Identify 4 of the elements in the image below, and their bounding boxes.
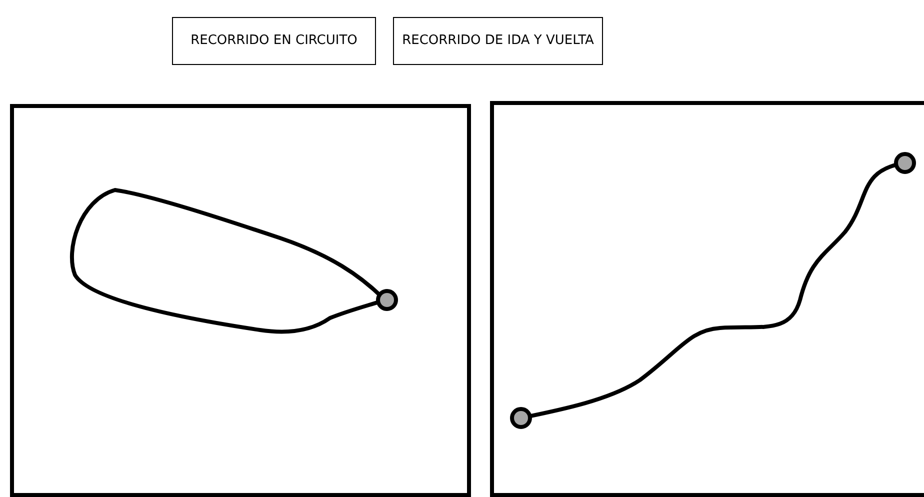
panel-frame — [490, 101, 924, 497]
panel-frame — [10, 104, 471, 497]
title-box: RECORRIDO EN CIRCUITO — [172, 17, 376, 65]
title-box: RECORRIDO DE IDA Y VUELTA — [393, 17, 603, 65]
